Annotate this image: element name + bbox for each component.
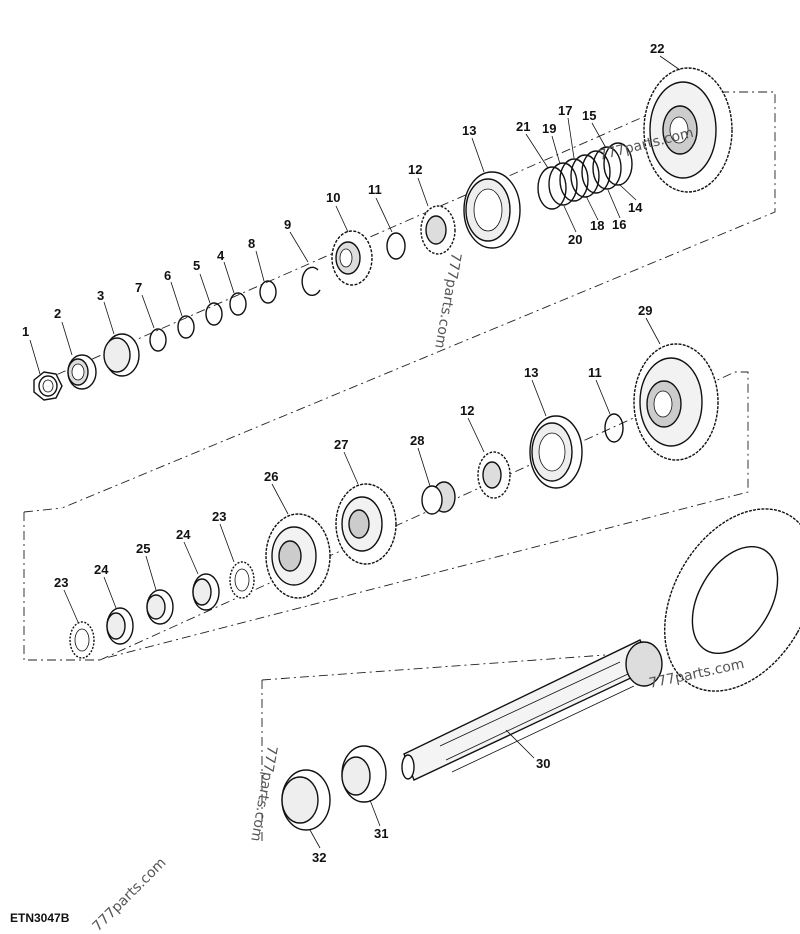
part-6-ring	[177, 315, 195, 339]
callout: 14	[628, 200, 643, 215]
leader-lines	[29, 55, 681, 849]
callout: 25	[136, 541, 150, 556]
callout: 13	[462, 123, 476, 138]
assembly-axis-lines	[23, 91, 776, 842]
part-8-ring	[259, 280, 277, 304]
part-3-bearing-cup	[103, 333, 140, 377]
part-22-large-gear	[643, 67, 733, 193]
callout: 26	[264, 469, 278, 484]
callout: 18	[590, 218, 604, 233]
callout: 27	[334, 437, 348, 452]
part-4-ring	[229, 292, 247, 316]
callout: 6	[164, 268, 171, 283]
part-23-plate-right	[229, 561, 255, 599]
callout: 20	[568, 232, 582, 247]
callout: 31	[374, 826, 388, 841]
figure-code: ETN3047B	[10, 911, 70, 925]
callout: 23	[54, 575, 68, 590]
callout: 29	[638, 303, 652, 318]
part-25-bushing	[146, 589, 174, 625]
watermark: 777parts.com	[247, 744, 280, 842]
callout: 16	[612, 217, 626, 232]
callout: 5	[193, 258, 200, 273]
callout: 12	[408, 162, 422, 177]
part-2-bearing	[67, 354, 97, 390]
callout: 4	[217, 248, 225, 263]
part-29-large-gear	[633, 343, 719, 461]
callout: 19	[542, 121, 556, 136]
watermark: 777parts.com	[90, 855, 170, 934]
callout: 13	[524, 365, 538, 380]
part-12-hub	[420, 205, 456, 255]
callout: 23	[212, 509, 226, 524]
callout: 21	[516, 119, 530, 134]
part-26-gear	[265, 513, 331, 599]
callout: 7	[135, 280, 142, 295]
callout-labels: 1 2 3 7 6 5 4 8 9 10 11 12 13 21 19 17 1…	[22, 41, 664, 865]
part-10-gear	[331, 230, 373, 286]
callout: 10	[326, 190, 340, 205]
callout: 8	[248, 236, 255, 251]
callout: 24	[94, 562, 109, 577]
part-24-ring-right	[192, 573, 220, 611]
part-7-ring	[149, 328, 167, 352]
callout: 30	[536, 756, 550, 771]
watermark: 777parts.com	[431, 251, 464, 349]
part-11-ring	[386, 232, 406, 260]
part-23-plate-left	[69, 621, 95, 659]
callout: 28	[410, 433, 424, 448]
part-12-hub-row2	[477, 451, 511, 499]
part-5-ring	[205, 302, 223, 326]
callout: 32	[312, 850, 326, 865]
part-31-bearing-cone	[341, 745, 387, 803]
part-27-gear	[335, 483, 397, 565]
callout: 17	[558, 103, 572, 118]
callout: 15	[582, 108, 596, 123]
callout: 11	[588, 365, 602, 380]
callout: 11	[368, 182, 382, 197]
part-24-ring-left	[106, 607, 134, 645]
part-1-nut	[33, 371, 63, 401]
callout: 3	[97, 288, 104, 303]
callout: 2	[54, 306, 61, 321]
part-13-sleeve	[463, 171, 521, 249]
callout: 1	[22, 324, 29, 339]
part-32-bearing-cup	[281, 769, 331, 831]
part-13-sleeve-row2	[529, 415, 583, 489]
callout: 22	[650, 41, 664, 56]
part-9-snap-ring	[301, 266, 321, 297]
part-30-pinion-shaft	[401, 508, 800, 781]
part-11-ring-row2	[604, 413, 624, 443]
part-14-21-disc-pack	[537, 142, 633, 210]
callout: 24	[176, 527, 191, 542]
part-28-bushing	[421, 481, 456, 515]
callout: 9	[284, 217, 291, 232]
callout: 12	[460, 403, 474, 418]
